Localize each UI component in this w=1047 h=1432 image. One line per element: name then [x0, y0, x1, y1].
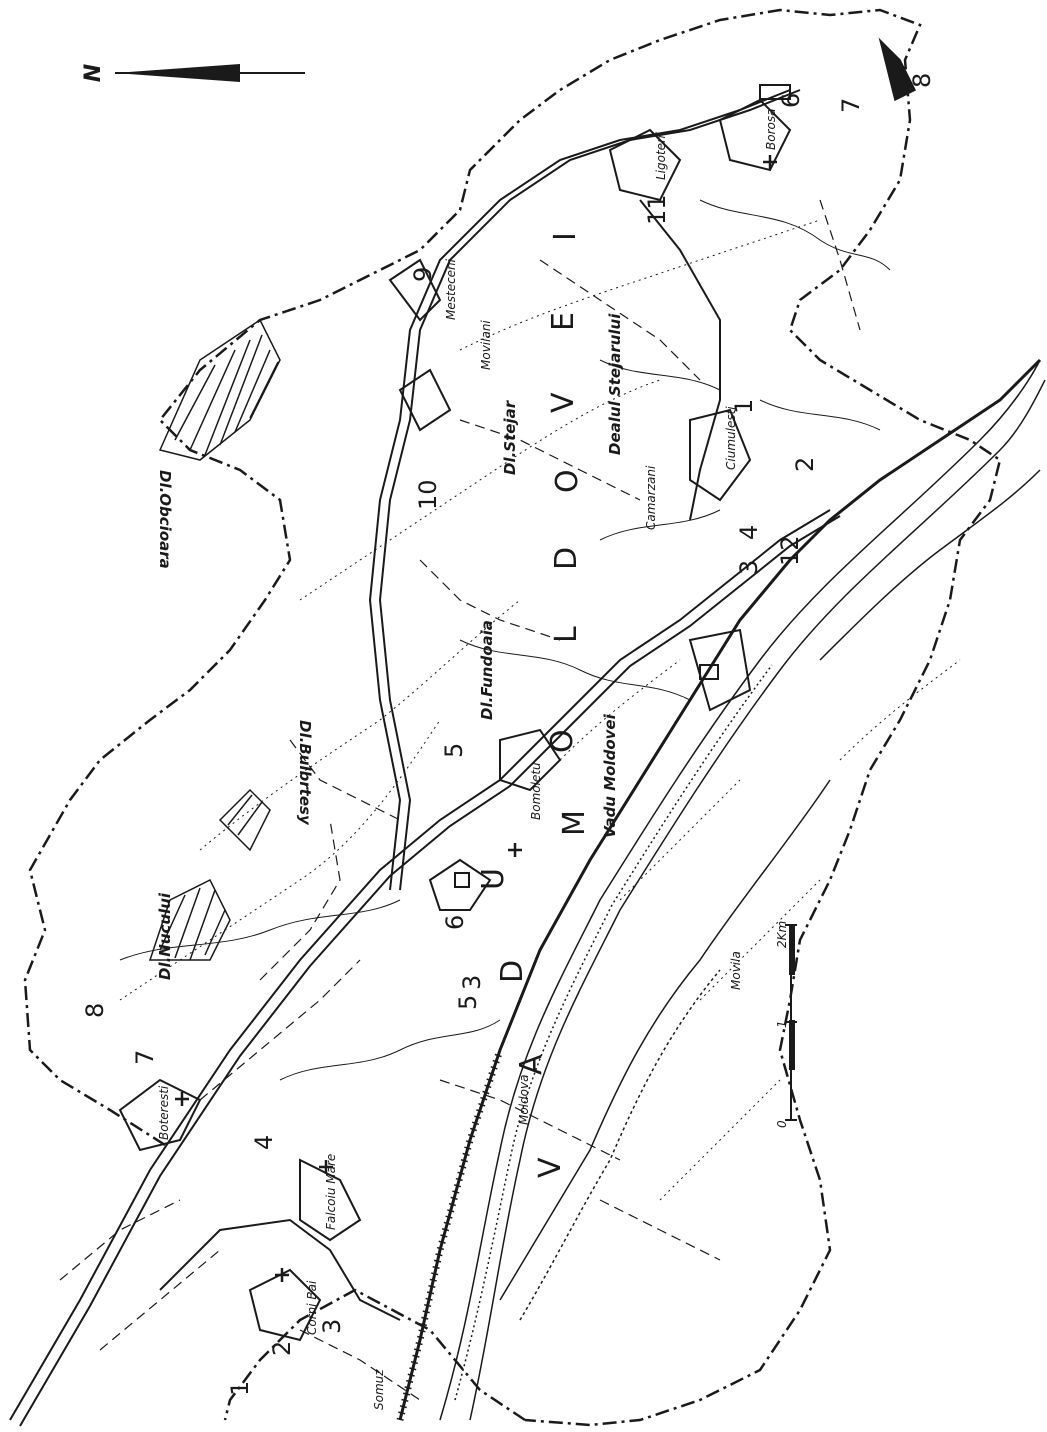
site-number: 3 [735, 560, 763, 575]
label-dl-nucului: Dl.Nucului [156, 892, 174, 980]
site-number: 4 [250, 1135, 278, 1150]
big-letter: I [548, 232, 583, 241]
label-moldova: Moldova [517, 1075, 531, 1125]
site-number: 5 [440, 743, 468, 758]
big-letter: O [545, 729, 580, 753]
site-number: 1 [730, 399, 758, 414]
big-letter: L [549, 626, 584, 643]
church-icon [763, 155, 777, 169]
label-ciumulesti: Ciumulesti [724, 406, 738, 470]
big-letter: V [546, 392, 581, 413]
site-number: 9 [409, 267, 437, 282]
big-letter: U [476, 868, 511, 890]
label-mesteceni: Mesteceni [444, 258, 458, 320]
commune-boundary [23, 8, 1002, 1427]
site-number: 3 [318, 1319, 346, 1334]
label-movila: Movila [729, 951, 743, 990]
contours [119, 219, 961, 1201]
site-number: 6 [441, 915, 469, 930]
big-letter: M [557, 810, 592, 836]
scale-label-2km: 2Km [775, 921, 789, 948]
label-corni-bai: Corni Bai [305, 1280, 319, 1335]
site-number: 8 [908, 73, 936, 88]
north-arrow: N [81, 64, 305, 82]
label-somuz: Somuz [372, 1369, 386, 1410]
site-number: 12 [776, 535, 804, 566]
big-letter: D [495, 960, 530, 983]
site-number: 2 [268, 1341, 296, 1356]
streams [119, 199, 891, 1081]
label-falcoiu-mare: Falcoiu Mare [324, 1154, 338, 1230]
hatched-areas [148, 37, 917, 961]
label-vadu-moldovei: Vadu Moldovei [601, 713, 619, 838]
church-icon [319, 1160, 333, 1174]
big-letter: E [546, 312, 581, 331]
site-number: 10 [414, 479, 442, 510]
scale-label-1: 1 [775, 1020, 789, 1028]
big-letter: V [533, 1157, 568, 1178]
site-number: 11 [643, 194, 671, 225]
label-camarzani: Camarzani [644, 465, 658, 530]
church-icon [275, 1268, 289, 1282]
big-letter: D [549, 547, 584, 570]
tracks [59, 199, 861, 1401]
church-icon [175, 1092, 189, 1106]
valley-title: V A D U M O L D O V E I [476, 232, 592, 1178]
label-dl-bulbrtesy: Dl.Bulbrtesy [296, 720, 314, 826]
site-numbers: 1 2 3 4 5 3 6 7 8 5 10 3 4 12 1 2 9 11 6… [81, 73, 936, 1396]
scale-bar: 0 1 2Km [775, 921, 797, 1128]
label-ligoteni: Ligoteni [654, 131, 668, 180]
main-road [9, 89, 841, 1427]
label-dl-obcioara: Dl.Obcioara [156, 470, 174, 569]
label-bomoletu: Bomoletu [529, 762, 543, 820]
site-number: 7 [131, 1050, 159, 1065]
site-number: 1 [226, 1381, 254, 1396]
village-blocks [118, 84, 792, 1342]
site-number: 4 [735, 525, 763, 540]
site-number: 3 [458, 975, 486, 990]
church-icons [175, 155, 777, 1282]
place-labels: Dl.Obcioara Dl.Nucului Dl.Bulbrtesy Dl.F… [156, 109, 778, 1410]
label-borosa: Borosa [764, 109, 778, 150]
site-number: 7 [837, 98, 865, 113]
railway [396, 358, 1042, 1421]
site-number: 8 [81, 1003, 109, 1018]
label-dealul-stejarului: Dealul Stejarului [606, 313, 624, 455]
scale-label-0: 0 [775, 1120, 789, 1128]
moldova-river [439, 359, 1046, 1421]
big-letter: A [514, 1054, 549, 1075]
label-movilani: Movilani [479, 320, 493, 370]
north-arrow-label: N [81, 64, 106, 82]
church-icon [508, 843, 522, 857]
label-boteresti: Boteresti [157, 1085, 171, 1140]
label-dl-stejar: Dl.Stejar [501, 399, 519, 475]
site-number: 2 [791, 457, 819, 472]
site-number: 6 [777, 93, 805, 108]
label-dl-fundoaia: Dl.Fundoaia [478, 620, 496, 720]
big-letter: O [550, 469, 585, 493]
site-number: 5 [454, 995, 482, 1010]
